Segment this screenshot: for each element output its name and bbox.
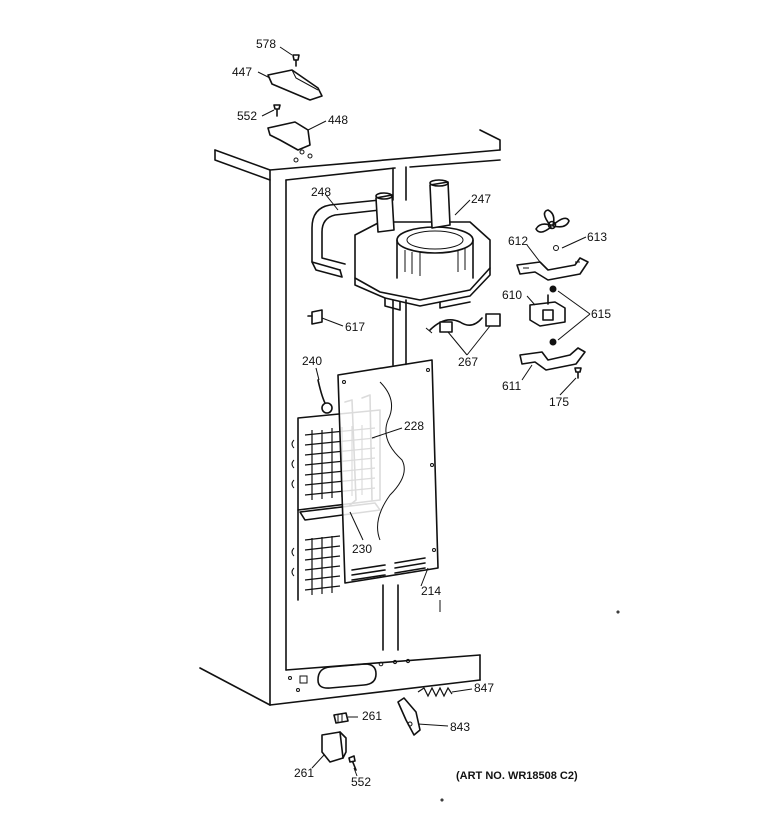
part-247-fan-housing[interactable]: [354, 179, 491, 311]
label-552-top: 552: [237, 109, 257, 123]
label-847: 847: [474, 681, 494, 695]
part-843-hinge-pin[interactable]: [397, 697, 421, 736]
label-261-bottom: 261: [294, 766, 314, 780]
part-261-bottom-hinge[interactable]: [321, 731, 347, 763]
label-617: 617: [345, 320, 365, 334]
part-248-duct[interactable]: [311, 199, 381, 278]
part-617-clip[interactable]: [307, 309, 323, 325]
part-578-screw[interactable]: [292, 54, 300, 67]
cabinet-body: [199, 129, 501, 706]
part-552-screw-bottom[interactable]: [348, 755, 357, 771]
label-612: 612: [508, 234, 528, 248]
label-448: 448: [328, 113, 348, 127]
part-214-evaporator-cover[interactable]: [337, 359, 439, 584]
part-447-hinge-cover[interactable]: [267, 69, 323, 101]
part-175-screw[interactable]: [574, 367, 582, 379]
label-610: 610: [502, 288, 522, 302]
part-847-spring[interactable]: [417, 686, 453, 698]
label-247: 247: [471, 192, 491, 206]
label-261-top: 261: [362, 709, 382, 723]
part-613-fan-blade[interactable]: [535, 209, 570, 251]
label-578: 578: [256, 37, 276, 51]
part-552-screw-top[interactable]: [273, 104, 281, 117]
label-214: 214: [421, 584, 441, 598]
label-615: 615: [591, 307, 611, 321]
part-labels: 578 447 552 448 248 247 612 613 610 615 …: [232, 37, 611, 789]
label-175: 175: [549, 395, 569, 409]
part-261-bushing[interactable]: [333, 712, 349, 724]
label-552-bottom: 552: [351, 775, 371, 789]
label-447: 447: [232, 65, 252, 79]
label-248: 248: [311, 185, 331, 199]
part-611-bracket[interactable]: [519, 347, 586, 371]
label-228: 228: [404, 419, 424, 433]
label-240: 240: [302, 354, 322, 368]
part-448-hinge[interactable]: [267, 121, 313, 163]
label-230: 230: [352, 542, 372, 556]
leader-lines: [257, 46, 591, 777]
part-267-wire-harness[interactable]: [425, 313, 501, 334]
part-615-grommets[interactable]: [549, 285, 557, 346]
part-240-thermostat[interactable]: [317, 379, 333, 414]
label-267: 267: [458, 355, 478, 369]
part-610-fan-motor[interactable]: [529, 294, 566, 327]
part-612-motor-bracket[interactable]: [516, 257, 589, 281]
label-613: 613: [587, 230, 607, 244]
art-number: (ART NO. WR18508 C2): [456, 770, 578, 782]
label-843: 843: [450, 720, 470, 734]
label-611: 611: [502, 379, 521, 393]
